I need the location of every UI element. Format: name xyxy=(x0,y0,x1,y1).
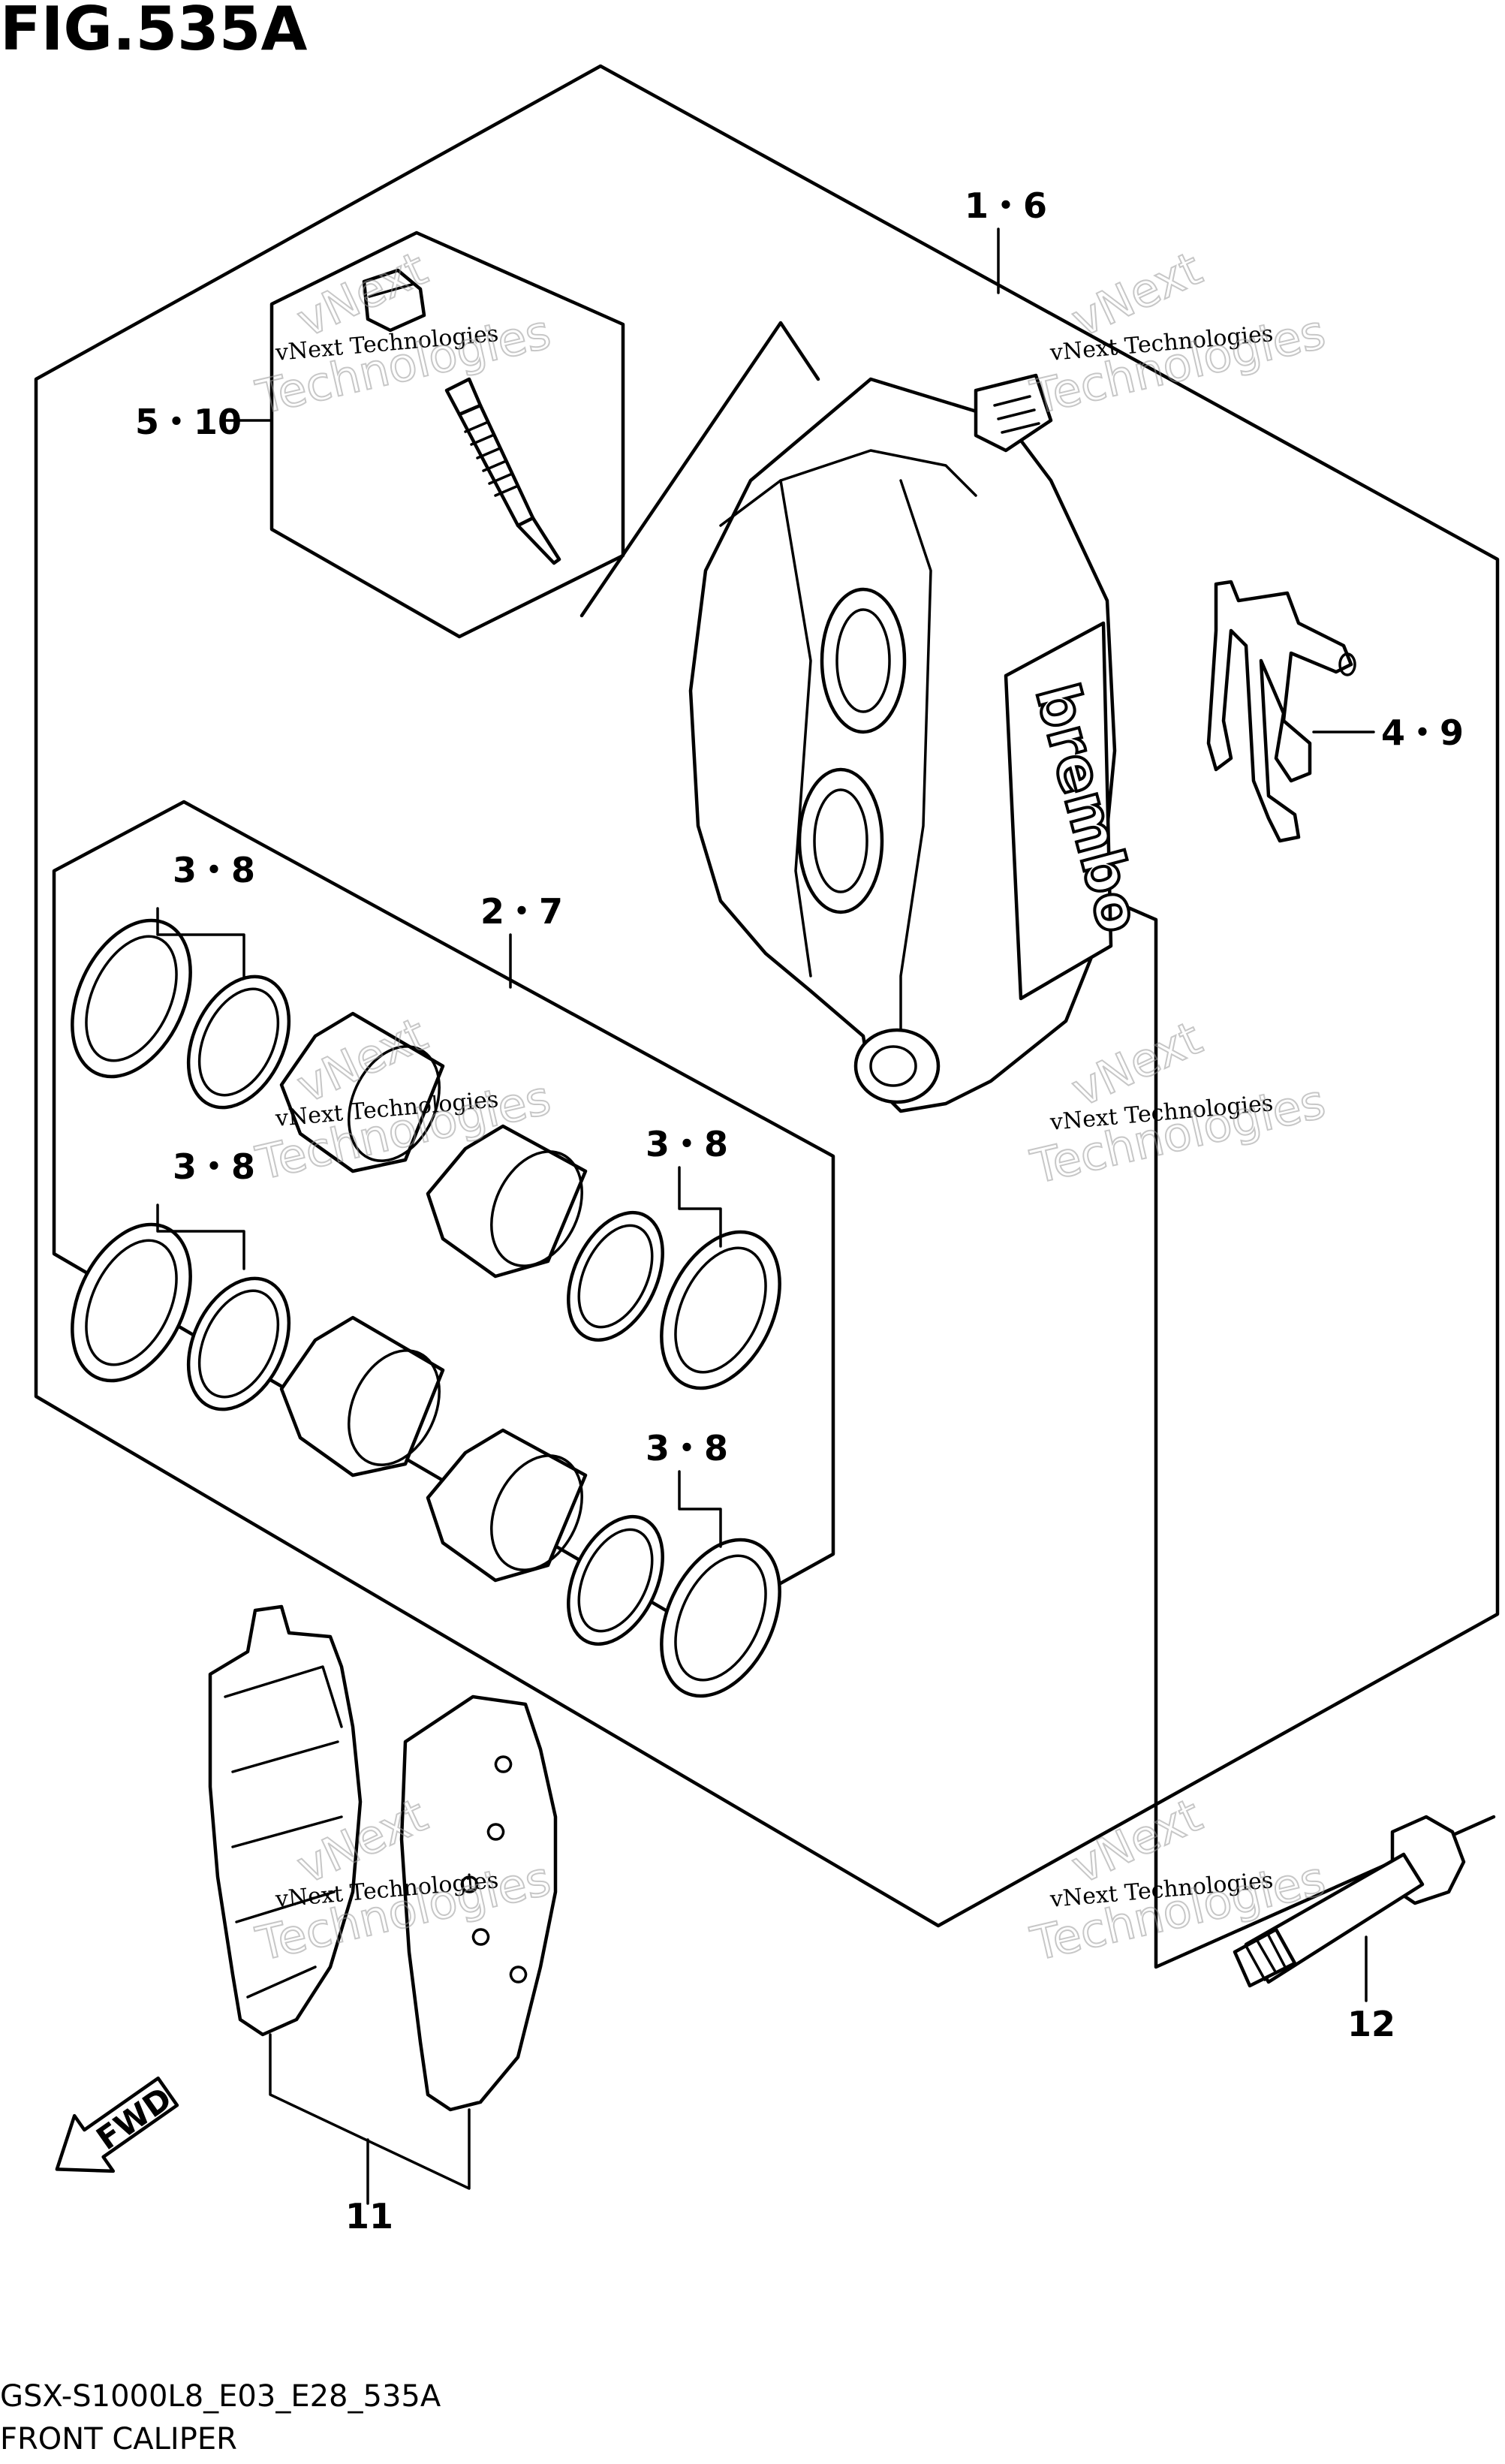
leader-c7 xyxy=(678,1166,722,1248)
caliper-body xyxy=(688,377,1117,1113)
svg-text:Technologies: Technologies xyxy=(1025,304,1329,425)
watermark-4: vNext Technologies Technologies vNext xyxy=(1025,1010,1330,1195)
assembly-outline xyxy=(34,64,1500,1928)
caliper-bleed-boss xyxy=(974,373,1053,453)
caliper-mount-hole xyxy=(869,1045,917,1087)
piston-lower-left xyxy=(279,1315,445,1477)
footer-name: FRONT CALIPER xyxy=(0,2422,237,2456)
brake-pad-right xyxy=(399,1694,558,2112)
piston-upper-left-face xyxy=(348,1045,441,1162)
fwd-arrow: FWD xyxy=(55,2076,179,2173)
callout-4-9: 4・9 xyxy=(1381,712,1464,753)
seal-lr-inner xyxy=(567,1514,664,1646)
brake-pad-left-segments xyxy=(224,1665,343,1999)
seal-ur-inner-inner xyxy=(577,1224,654,1329)
piston-upper-left xyxy=(279,1011,445,1173)
seal-ul-outer-inner xyxy=(85,935,178,1062)
seal-ur-outer xyxy=(660,1230,781,1390)
mounting-bolt xyxy=(1233,1815,1466,2002)
leader-c8 xyxy=(678,1470,722,1548)
brake-pad-right-holes xyxy=(460,1755,528,1984)
callout-leaders xyxy=(156,227,1375,1548)
caliper-bore-upper-inner xyxy=(835,608,891,713)
caliper-mount-eye xyxy=(853,1028,941,1104)
callout-2-7: 2・7 xyxy=(480,891,563,932)
seal-ll-outer xyxy=(71,1222,192,1383)
callout-12: 12 xyxy=(1347,2004,1395,2044)
brake-pads xyxy=(208,1604,558,2205)
pad-spring xyxy=(1206,580,1356,843)
caliper-bore-upper xyxy=(820,587,907,734)
pad-spring-body xyxy=(1206,580,1353,843)
callout-5-10: 5・10 xyxy=(135,402,242,442)
piston-upper-right xyxy=(426,1124,588,1279)
callout-3-8-lower-left: 3・8 xyxy=(173,1146,255,1187)
fwd-arrow-shape xyxy=(55,2076,179,2173)
caliper-leader-line xyxy=(579,321,820,618)
caliper-brand-plate xyxy=(1004,621,1113,1001)
piston-upper-right-face xyxy=(490,1150,583,1267)
caliper-left-ridge xyxy=(779,479,812,977)
bolt-thread xyxy=(1233,1927,1297,1988)
pads-bracket xyxy=(269,2033,471,2190)
caliper-bore-lower xyxy=(797,767,884,914)
seal-ll-inner xyxy=(186,1276,291,1411)
seal-lr-inner-inner xyxy=(577,1528,654,1633)
callout-11: 11 xyxy=(345,2196,393,2237)
piston-lower-right xyxy=(426,1428,588,1583)
caliper-center-ridge xyxy=(899,479,932,1083)
caliper-upper-edge xyxy=(719,449,977,527)
seal-lr-outer-inner xyxy=(674,1554,767,1682)
watermark-2: vNext Technologies Technologies vNext xyxy=(1025,240,1330,426)
leader-c5 xyxy=(156,907,245,977)
figure-title: FIG.535A xyxy=(0,0,307,64)
seal-ur-inner xyxy=(567,1210,664,1342)
bleeder-valve-group xyxy=(269,230,625,639)
piston-seal-kit xyxy=(52,800,835,1698)
piston-lower-right-face xyxy=(490,1454,583,1571)
callout-3-8-upper-right: 3・8 xyxy=(646,1124,728,1164)
bleed-boss-threads xyxy=(993,395,1040,434)
svg-text:Technologies: Technologies xyxy=(1025,1074,1329,1194)
bleeder-cap-rim xyxy=(368,282,416,298)
piston-lower-left-face xyxy=(348,1349,441,1466)
seal-ur-outer-inner xyxy=(674,1246,767,1374)
leader-c6 xyxy=(156,1203,245,1270)
seal-ll-outer-inner xyxy=(85,1239,178,1366)
bolt-thread-lines xyxy=(1245,1934,1287,1981)
bleeder-screw-threads xyxy=(464,421,518,497)
brake-pad-left xyxy=(208,1604,363,2037)
callout-1-6: 1・6 xyxy=(965,185,1047,226)
callout-3-8-upper-left: 3・8 xyxy=(173,850,255,890)
brake-caliper: brembo xyxy=(579,321,1154,1113)
seal-ul-outer xyxy=(71,918,192,1079)
fwd-label: FWD xyxy=(90,2080,179,2157)
caliper-bore-lower-inner xyxy=(813,788,868,893)
footer-code: GSX-S1000L8_E03_E28_535A xyxy=(0,2379,441,2414)
kit-box-outline xyxy=(52,800,835,1631)
seal-lr-outer xyxy=(660,1538,781,1698)
seal-ll-inner-inner xyxy=(197,1289,280,1399)
seal-ul-inner-inner xyxy=(197,987,280,1097)
pad-spring-tab xyxy=(1338,652,1356,676)
seal-ul-inner xyxy=(186,974,291,1110)
callout-3-8-lower-right: 3・8 xyxy=(646,1428,728,1468)
bleeder-screw-tip xyxy=(516,516,561,565)
